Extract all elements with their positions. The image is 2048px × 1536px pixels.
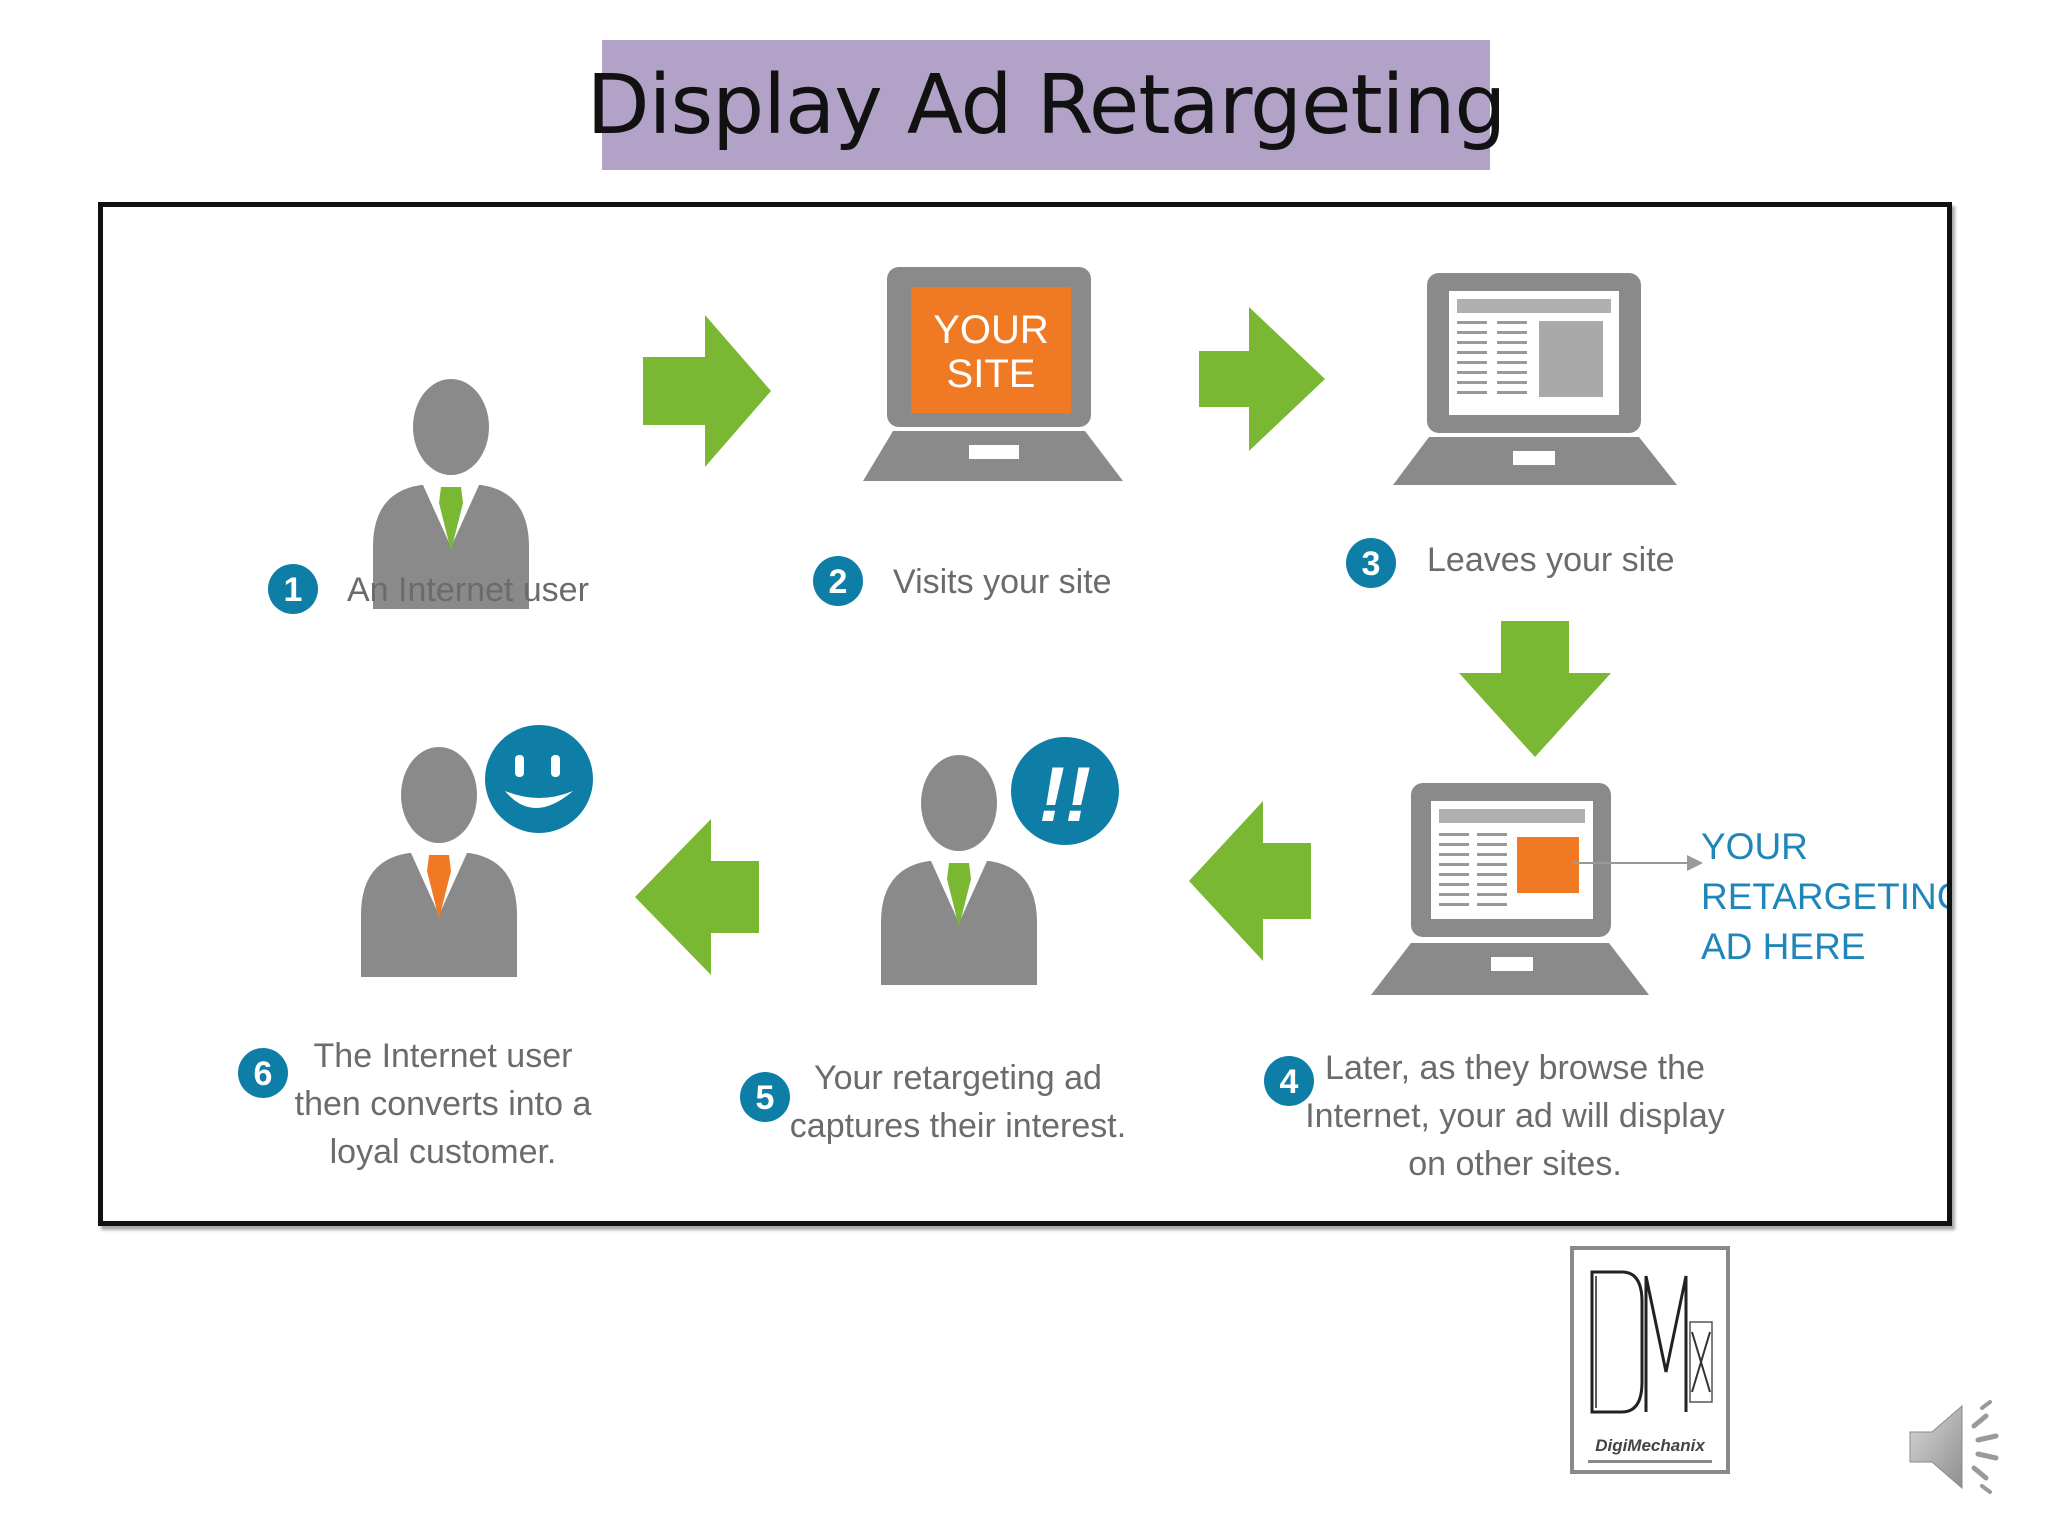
step-1-number: 1 [284,571,303,609]
logo-brand-text: DigiMechanix [1595,1436,1705,1455]
callout-line-2: RETARGETING [1701,876,1947,917]
laptop-your-site-icon: YOUR SITE [863,267,1123,481]
step-2-number: 2 [829,563,848,601]
step-2: 2 Visits your site [813,556,1112,606]
arrow-left-icon [1189,801,1311,961]
internet-user-icon [373,379,529,609]
step-4-label-line-2: Internet, your ad will display [1305,1097,1725,1135]
diagram-frame: 1 An Internet user YOUR SITE 2 Visits yo… [98,202,1952,1226]
interested-user-icon [881,755,1037,985]
step-5-badge [740,1072,790,1122]
step-5: 5 Your retargeting ad captures their int… [740,1059,1126,1145]
retargeting-flow-diagram: 1 An Internet user YOUR SITE 2 Visits yo… [238,267,1947,1183]
arrow-left-icon [635,819,759,975]
step-6-label-line-1: The Internet user [314,1037,573,1075]
step-1: 1 An Internet user [268,564,589,614]
dmx-monogram-icon [1590,1270,1713,1414]
arrow-down-icon [1459,621,1611,757]
digimechanix-logo: DigiMechanix [1570,1246,1730,1474]
step-5-label-line-1: Your retargeting ad [814,1059,1102,1097]
step-4-label-line-1: Later, as they browse the [1325,1049,1705,1087]
callout-line-3: AD HERE [1701,926,1865,967]
exclamation-badge-icon: !! [1011,737,1119,845]
step-5-number: 5 [756,1079,775,1117]
retargeting-ad-callout: YOUR RETARGETING AD HERE [1701,826,1947,967]
callout-line-1: YOUR [1701,826,1808,867]
smiley-icon [485,725,593,833]
step-3-label: Leaves your site [1427,541,1675,579]
arrow-right-icon [1199,307,1325,451]
laptop-retargeting-ad-icon [1371,783,1703,995]
step-1-badge [268,564,318,614]
page-title: Display Ad Retargeting [586,57,1507,153]
arrow-right-icon [643,315,771,467]
step-3-badge [1346,538,1396,588]
logo-tagline-line [1588,1460,1712,1463]
step-4-badge [1264,1056,1314,1106]
step-6-number: 6 [254,1055,273,1093]
step-5-label-line-2: captures their interest. [790,1107,1126,1145]
step-2-badge [813,556,863,606]
step-3-number: 3 [1362,545,1381,583]
step-1-label: An Internet user [347,571,589,609]
step-6-label-line-3: loyal customer. [330,1133,557,1171]
step-6-label-line-2: then converts into a [295,1085,592,1123]
loyal-customer-icon [361,747,517,977]
title-banner: Display Ad Retargeting [587,40,1506,170]
your-site-line-2: SITE [947,352,1036,396]
step-6-badge [238,1048,288,1098]
step-4-number: 4 [1280,1063,1299,1101]
step-4: 4 Later, as they browse the Internet, yo… [1264,1049,1725,1183]
laptop-webpage-icon [1393,273,1677,485]
step-4-label-line-3: on other sites. [1408,1145,1622,1183]
your-site-line-1: YOUR [933,308,1049,352]
speaker-icon[interactable] [1904,1396,2014,1496]
step-2-label: Visits your site [893,563,1112,601]
step-6: 6 The Internet user then converts into a… [238,1037,591,1171]
exclamation-text: !! [1039,750,1091,838]
step-3: 3 Leaves your site [1346,538,1675,588]
